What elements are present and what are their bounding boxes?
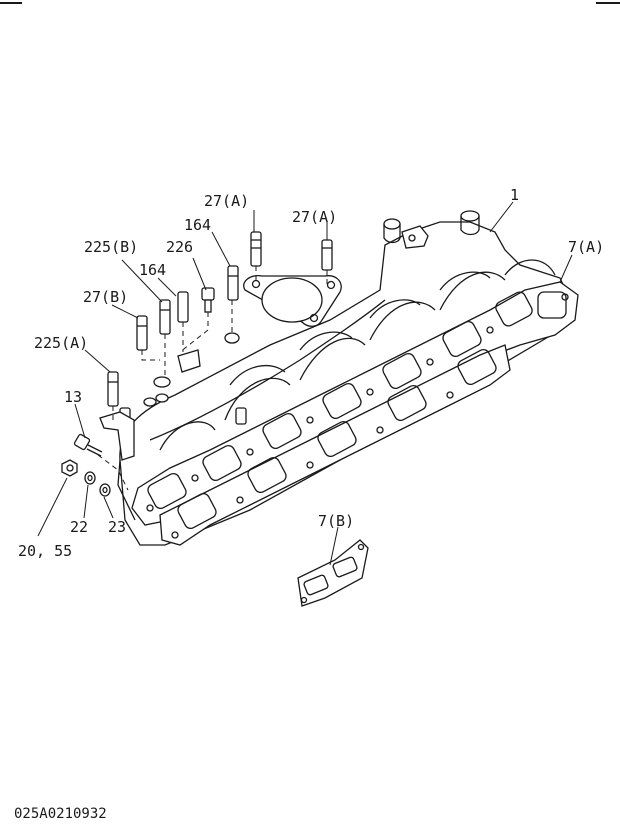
stud-164-mid [177, 291, 189, 323]
stud-27b [136, 315, 148, 351]
stud-225b [159, 299, 171, 335]
nut-20-55 [61, 459, 78, 477]
label-part-13: 13 [64, 388, 82, 406]
bolt-13 [73, 433, 103, 457]
bolt-226 [201, 287, 215, 313]
label-part-1: 1 [510, 186, 519, 204]
gasket-7a-lower-row [159, 344, 511, 546]
stud-225a [107, 371, 119, 407]
label-part-22: 22 [70, 518, 88, 536]
label-part-164-mid: 164 [139, 261, 166, 279]
washer-22 [84, 471, 96, 485]
label-part-27b: 27(B) [83, 288, 128, 306]
label-part-225a: 225(A) [34, 334, 88, 352]
turbo-flange [243, 275, 342, 327]
label-part-226: 226 [166, 238, 193, 256]
gasket-7b [297, 539, 369, 607]
label-part-23: 23 [108, 518, 126, 536]
label-part-225b: 225(B) [84, 238, 138, 256]
drawing-code: 025A0210932 [14, 806, 107, 822]
washer-23 [99, 483, 111, 497]
stud-27a-top [250, 231, 262, 267]
label-part-7b: 7(B) [318, 512, 354, 530]
stud-164-top [227, 265, 239, 301]
label-part-27a-top: 27(A) [204, 192, 249, 210]
label-part-20-55: 20, 55 [18, 542, 72, 560]
label-part-7a: 7(A) [568, 238, 604, 256]
label-part-164-top: 164 [184, 216, 211, 234]
stud-27a-mid [321, 239, 333, 271]
label-part-27a-mid: 27(A) [292, 208, 337, 226]
